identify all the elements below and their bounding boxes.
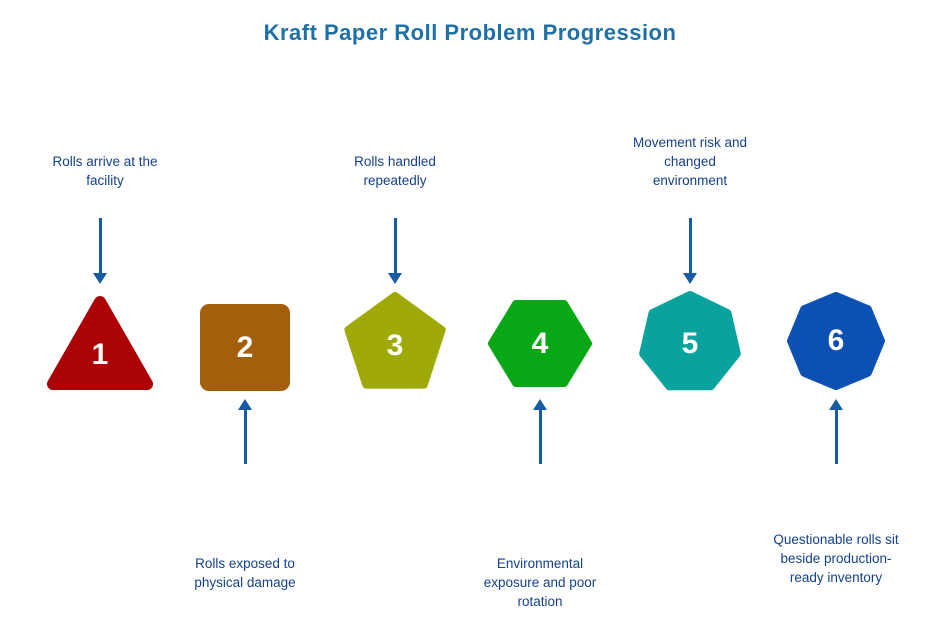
arrow-up-icon [533, 399, 547, 464]
step-number: 6 [827, 324, 845, 357]
arrow-line [243, 410, 247, 464]
pentagon-shape [344, 292, 446, 389]
arrow-head [388, 273, 402, 284]
step-number: 2 [236, 330, 254, 364]
step-number: 4 [531, 326, 549, 360]
arrow-head [93, 273, 107, 284]
arrow-line [688, 218, 692, 273]
arrow-head [829, 399, 843, 410]
step-4-label: Environmental exposure and poor rotation [483, 556, 597, 609]
step-1-group: 1 [45, 292, 155, 393]
arrow-down-icon [683, 218, 697, 284]
step-5-label: Movement risk and changed environment [632, 135, 748, 188]
arrow-line [98, 218, 102, 273]
step-3-group: 3 [342, 291, 448, 393]
page-title: Kraft Paper Roll Problem Progression [263, 20, 677, 45]
step-5-group: 5 [639, 289, 741, 395]
step-2-group: 2 [198, 302, 292, 393]
step-number: 1 [91, 337, 109, 371]
arrow-head [533, 399, 547, 410]
step-1-label: Rolls arrive at the facility [52, 154, 158, 188]
hexagon-shape [488, 300, 592, 387]
arrow-head [238, 399, 252, 410]
step-number: 3 [386, 329, 404, 362]
arrow-down-icon [93, 218, 107, 284]
octagon-shape [787, 292, 885, 390]
triangle-shape [47, 296, 153, 390]
square-shape [200, 304, 290, 391]
arrow-up-icon [238, 399, 252, 464]
step-2-label: Rolls exposed to physical damage [194, 556, 296, 590]
arrow-up-icon [829, 399, 843, 464]
arrow-down-icon [388, 218, 402, 284]
step-number: 5 [681, 327, 699, 360]
step-4-group: 4 [487, 298, 593, 389]
step-6-group: 6 [787, 292, 885, 390]
arrow-head [683, 273, 697, 284]
arrow-line [393, 218, 397, 273]
heptagon-shape [639, 291, 741, 391]
arrow-line [834, 410, 838, 464]
step-3-label: Rolls handled repeatedly [354, 154, 436, 188]
arrow-line [538, 410, 542, 464]
step-6-label: Questionable rolls sit beside production… [773, 532, 899, 585]
